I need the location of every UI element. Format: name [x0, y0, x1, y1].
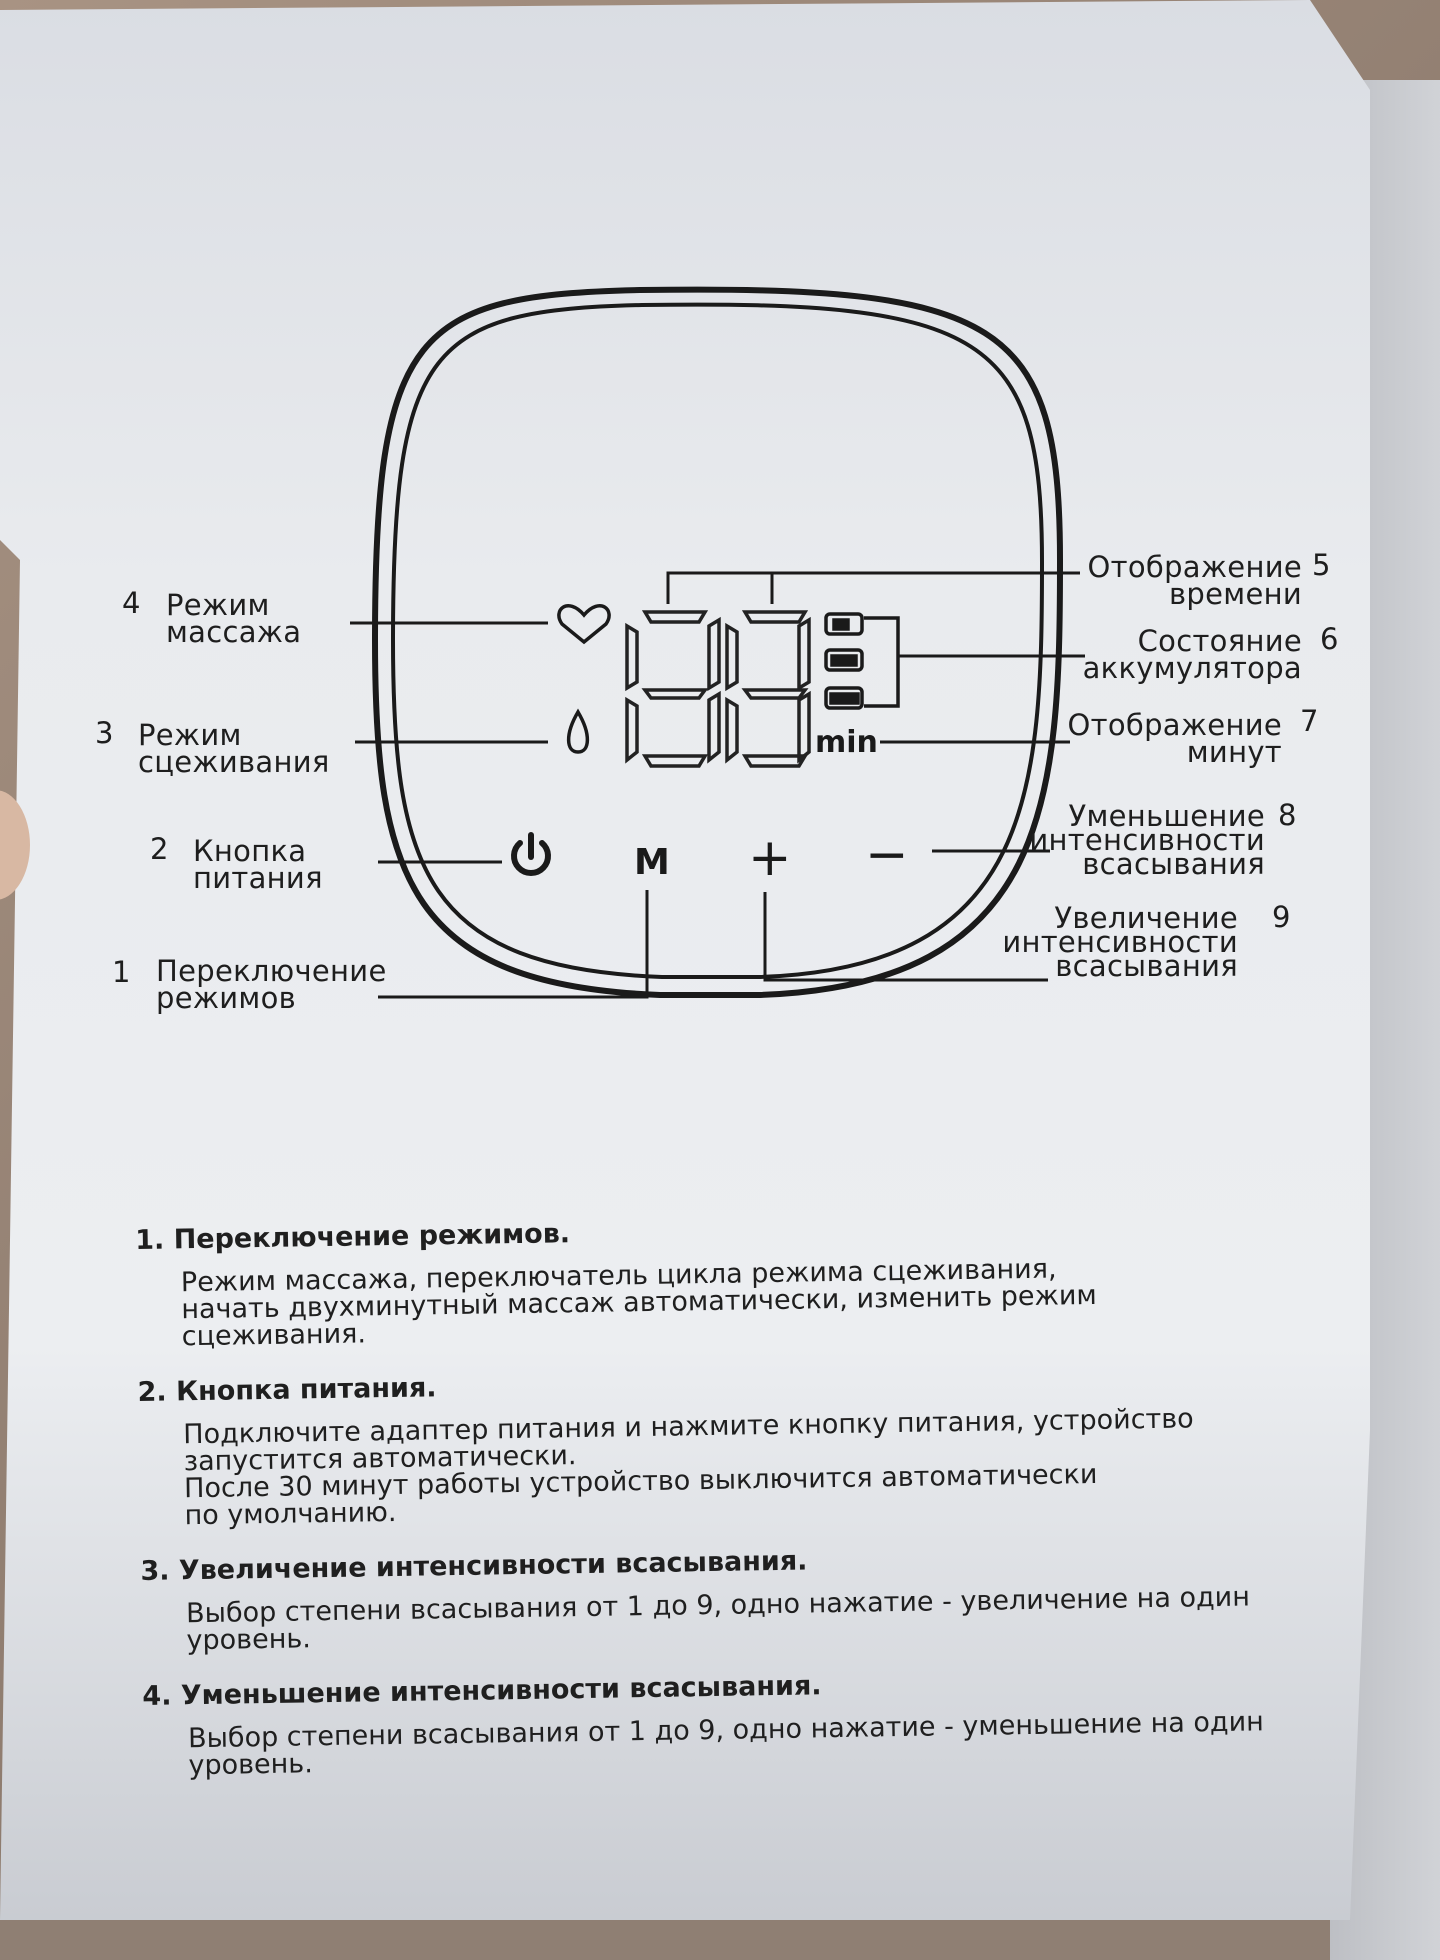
callout-minutes-display: Отображение минут [1067, 708, 1282, 769]
instruction-item: 4. Уменьшение интенсивности всасывания. … [142, 1662, 1363, 1782]
battery-icon [824, 612, 900, 710]
callout-7-number: 7 [1300, 704, 1319, 738]
minus-button-label: − [865, 825, 909, 885]
callout-5-number: 5 [1312, 548, 1331, 582]
device-outline-outer [371, 286, 1064, 998]
callout-3-number: 3 [95, 716, 114, 750]
callout-4-number: 4 [122, 586, 141, 620]
plus-button-label: + [748, 828, 792, 888]
instruction-item: 2. Кнопка питания. Подключите адаптер пи… [137, 1358, 1359, 1532]
callout-1-number: 1 [112, 955, 131, 989]
callout-8-number: 8 [1278, 798, 1297, 832]
drop-icon [566, 708, 590, 754]
device-outline-inner [390, 302, 1045, 979]
instruction-title: 3. Увеличение интенсивности всасывания. [140, 1545, 808, 1587]
heart-icon [557, 604, 611, 645]
callout-power-button: Кнопка питания [193, 834, 323, 895]
instruction-text: Выбор степени всасывания от 1 до 9, одно… [185, 1581, 1251, 1657]
time-digits-display [625, 610, 811, 768]
callout-expression-mode: Режим сцеживания [138, 718, 330, 779]
minutes-unit-label: min [815, 725, 878, 760]
instruction-title: 4. Уменьшение интенсивности всасывания. [142, 1670, 822, 1712]
callout-time-display: Отображение времени [1087, 550, 1302, 611]
instruction-text: Подключите адаптер питания и нажмите кно… [183, 1403, 1194, 1532]
callout-mode-switch: Переключение режимов [156, 954, 387, 1015]
instruction-text: Режим массажа, переключатель цикла режим… [180, 1253, 1097, 1353]
callout-increase-suction: Увеличение интенсивности всасывания [1002, 901, 1238, 983]
instruction-item: 3. Увеличение интенсивности всасывания. … [140, 1537, 1361, 1657]
callout-massage-mode: Режим массажа [166, 588, 302, 649]
instructions-list: 1. Переключение режимов. Режим массажа, … [135, 1206, 1364, 1806]
callout-9-number: 9 [1272, 900, 1291, 934]
power-icon [511, 832, 551, 876]
callout-2-number: 2 [150, 832, 169, 866]
callout-lines [350, 571, 1085, 999]
instruction-sheet [0, 0, 1370, 1920]
control-panel-diagram: min M + − [350, 286, 1085, 999]
callout-decrease-suction: Уменьшение интенсивности всасывания [1029, 799, 1265, 881]
mode-button-label: M [634, 842, 670, 883]
callout-6-number: 6 [1320, 622, 1339, 656]
instruction-text: Выбор степени всасывания от 1 до 9, одно… [187, 1706, 1265, 1782]
instruction-item: 1. Переключение режимов. Режим массажа, … [135, 1206, 1357, 1353]
callout-battery-status: Состояние аккумулятора [1082, 624, 1302, 685]
instruction-title: 2. Кнопка питания. [137, 1372, 437, 1408]
